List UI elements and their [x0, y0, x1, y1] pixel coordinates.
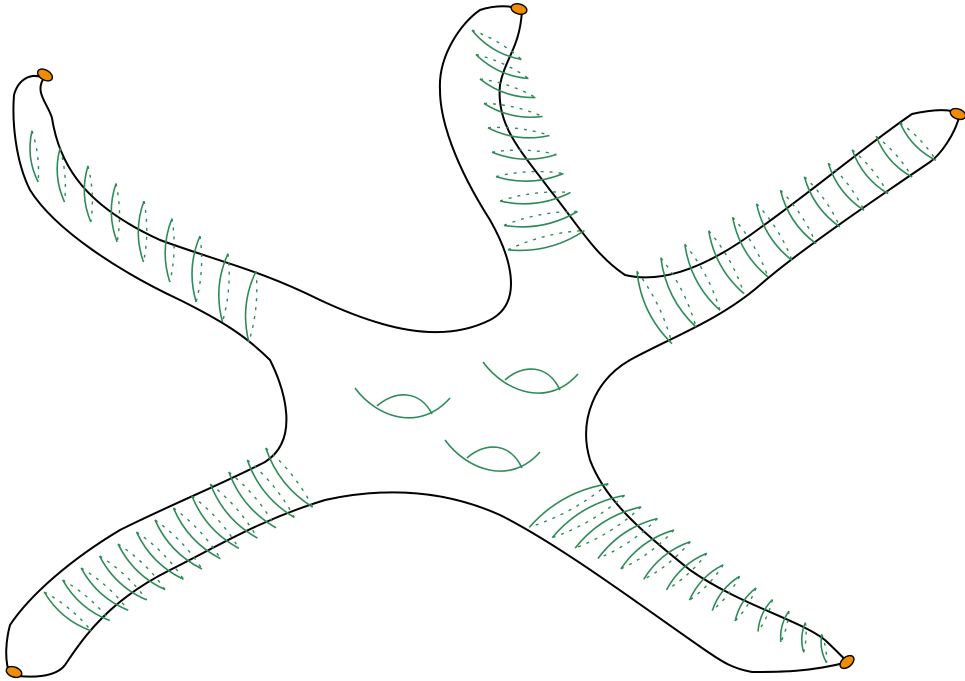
- handle-curves: [355, 362, 578, 471]
- cuff-back-arc: [644, 542, 691, 580]
- cuff-front-arc: [709, 231, 744, 294]
- cuff-back-arc: [155, 520, 202, 569]
- cuff-front-arc: [876, 136, 912, 177]
- cuff-front-arc: [508, 231, 585, 251]
- cuff-back-arc: [804, 177, 840, 227]
- handle-lower-arc: [483, 362, 578, 393]
- cuff-back-arc: [116, 183, 120, 242]
- cuff-front-arc: [667, 553, 707, 590]
- arm-lower-right: [529, 484, 826, 663]
- handle: [355, 388, 450, 418]
- boundary-cap: [949, 107, 965, 122]
- cuff-front-arc: [484, 103, 543, 117]
- cuff-front-arc: [804, 177, 840, 227]
- cuff-front-arc: [644, 542, 691, 580]
- handle-upper-arc: [377, 395, 432, 414]
- cuff-back-arc: [504, 211, 578, 225]
- cuff-front-arc: [137, 532, 184, 579]
- cuff-front-arc: [757, 204, 792, 261]
- cuff-back-arc: [780, 190, 816, 243]
- cuff-back-arc: [712, 576, 739, 610]
- cuff-front-arc: [598, 519, 658, 559]
- handle: [445, 440, 540, 471]
- cuff-back-arc: [484, 103, 543, 116]
- handle: [483, 362, 578, 393]
- cuff-front-arc: [30, 131, 38, 182]
- cuff-back-arc: [63, 580, 110, 621]
- boundary-cap: [36, 67, 55, 84]
- arm-lower-left: [44, 448, 313, 631]
- cuff-back-arc: [828, 163, 864, 210]
- cuff-back-arc: [249, 271, 257, 342]
- cuff-back-arc: [667, 553, 707, 590]
- cuff-back-arc: [876, 136, 912, 177]
- cuff-front-arc: [828, 163, 864, 210]
- cuff-back-arc: [137, 532, 184, 579]
- cuff-front-arc: [575, 507, 641, 548]
- cuff-front-arc: [488, 128, 550, 138]
- cuff-back-arc: [100, 556, 147, 600]
- cuff-front-arc: [246, 271, 256, 342]
- cuff-back-arc: [900, 123, 936, 161]
- cuff-front-arc: [852, 150, 888, 194]
- cuff-front-arc: [100, 556, 147, 600]
- cuff-back-arc: [852, 150, 888, 194]
- cuff-front-arc: [900, 123, 936, 161]
- cuff-back-arc: [44, 592, 91, 631]
- cuff-back-arc: [496, 172, 564, 177]
- arm-upper-right: [637, 123, 936, 344]
- cuff-front-arc: [758, 600, 773, 632]
- cuff-back-arc: [575, 507, 641, 548]
- cuff-front-arc: [63, 580, 110, 621]
- cuff-back-arc: [757, 204, 792, 261]
- cuff-back-arc: [170, 219, 174, 282]
- arm-cuff-curves: [30, 30, 936, 663]
- cuff-front-arc: [155, 520, 202, 569]
- arm-upper-left: [30, 131, 257, 342]
- cuff-front-arc: [165, 219, 172, 282]
- cuff-back-arc: [689, 565, 723, 600]
- cuff-front-arc: [81, 568, 128, 610]
- cuff-front-arc: [781, 611, 789, 642]
- cuff-front-arc: [44, 592, 91, 631]
- cuff-front-arc: [712, 576, 739, 610]
- cuff-front-arc: [118, 544, 165, 590]
- cuff-back-arc: [480, 79, 536, 98]
- handle-lower-arc: [445, 440, 540, 471]
- cuff-back-arc: [118, 544, 165, 590]
- surface-outline: [6, 6, 960, 676]
- cuff-back-arc: [492, 150, 557, 154]
- cuff-back-arc: [758, 600, 773, 632]
- boundary-cap: [510, 2, 528, 16]
- cuff-front-arc: [219, 254, 228, 322]
- cuff-front-arc: [480, 79, 536, 98]
- cuff-back-arc: [598, 519, 658, 559]
- cuff-front-arc: [504, 212, 578, 227]
- cuff-back-arc: [709, 231, 744, 294]
- cuff-front-arc: [780, 190, 816, 243]
- cuff-back-arc: [81, 568, 128, 610]
- cuff-front-arc: [689, 565, 723, 600]
- handle-lower-arc: [355, 388, 450, 418]
